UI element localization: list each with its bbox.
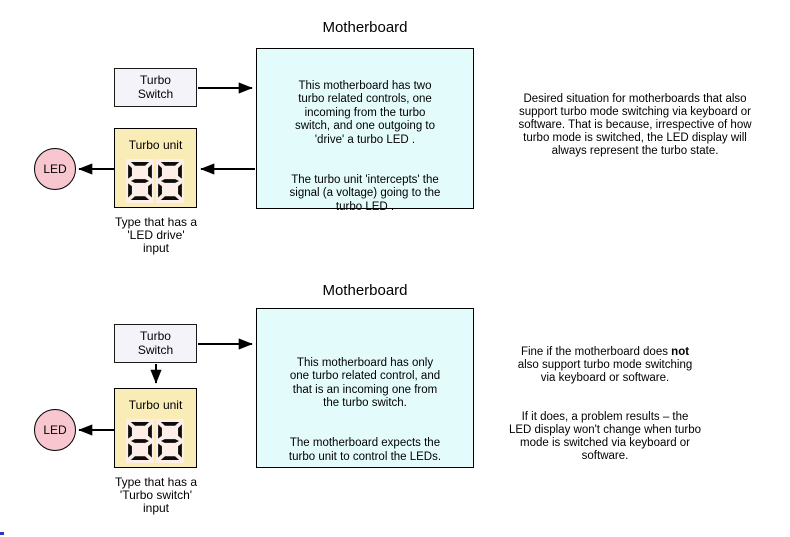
stray-mark	[0, 532, 4, 535]
side-note-bottom: Fine if the motherboard does not also su…	[494, 333, 716, 476]
turbo-switch-box-top: Turbo Switch	[114, 68, 197, 107]
unit-type-caption-top: Type that has a 'LED drive' input	[114, 215, 198, 255]
motherboard-description-bottom: This motherboard has only one turbo rela…	[257, 343, 473, 478]
led-circle-bottom: LED	[34, 409, 76, 451]
side-note-paragraph: If it does, a problem results – the LED …	[508, 411, 702, 462]
display-digit	[126, 159, 154, 203]
led-label: LED	[43, 423, 67, 437]
note-text: also support turbo mode switching via ke…	[517, 359, 693, 384]
side-note-top: Desired situation for motherboards that …	[518, 93, 752, 157]
turbo-switch-box-bottom: Turbo Switch	[114, 324, 197, 363]
motherboard-title-bottom: Motherboard	[322, 282, 408, 299]
motherboard-paragraph: This motherboard has two turbo related c…	[294, 79, 436, 146]
led-circle-top: LED	[34, 148, 76, 190]
seven-segment-display-bottom	[126, 419, 184, 463]
note-text: Fine if the motherboard does	[520, 346, 672, 358]
note-bold-text: not	[671, 346, 690, 358]
turbo-unit-label: Turbo unit	[128, 398, 183, 412]
motherboard-description-top: This motherboard has two turbo related c…	[257, 66, 473, 228]
turbo-unit-label: Turbo unit	[128, 138, 183, 152]
led-label: LED	[43, 162, 67, 176]
turbo-unit-box-bottom: Turbo unit	[114, 388, 197, 468]
display-digit	[156, 159, 184, 203]
turbo-unit-box-top: Turbo unit	[114, 128, 197, 208]
motherboard-paragraph: The motherboard expects the turbo unit t…	[288, 437, 442, 463]
seven-segment-display-top	[126, 159, 184, 203]
motherboard-title-top: Motherboard	[322, 19, 408, 36]
turbo-switch-label: Turbo Switch	[137, 73, 174, 101]
motherboard-paragraph: The turbo unit 'intercepts' the signal (…	[289, 173, 441, 213]
turbo-switch-label: Turbo Switch	[137, 329, 174, 357]
side-note-paragraph: Fine if the motherboard does not also su…	[494, 346, 716, 385]
unit-type-caption-bottom: Type that has a 'Turbo switch' input	[114, 475, 198, 515]
display-digit	[126, 419, 154, 463]
motherboard-paragraph: This motherboard has only one turbo rela…	[289, 356, 441, 410]
display-digit	[156, 419, 184, 463]
motherboard-box-bottom: This motherboard has only one turbo rela…	[256, 308, 474, 468]
motherboard-box-top: This motherboard has two turbo related c…	[256, 48, 474, 213]
